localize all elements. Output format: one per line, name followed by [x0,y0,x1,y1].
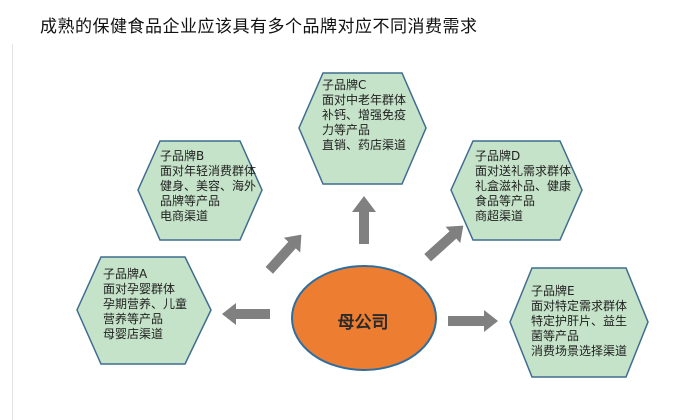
hexagon-brand-d [450,140,583,241]
brand-d-audience: 面对送礼需求群体 [475,164,572,178]
brand-a-text: 子品牌A 面对孕婴群体 孕期营养、儿童 营养等产品 母婴店渠道 [103,267,187,342]
brand-b-products-2: 品牌等产品 [160,194,221,208]
brand-d-channel: 商超渠道 [475,209,524,223]
brand-d-name: 子品牌D [475,149,521,163]
hexagon-brand-e [509,267,649,378]
left-divider-line [12,44,13,420]
brand-e-products-1: 特定护肝片、益生 [531,314,628,328]
brand-e-channel: 消费场景选择渠道 [531,344,628,358]
arrow-to-brand-e [448,310,498,332]
brand-b-name: 子品牌B [160,149,205,163]
brand-b-text: 子品牌B 面对年轻消费群体 健身、美容、海外 品牌等产品 电商渠道 [160,149,256,224]
arrow-to-brand-a [222,303,270,325]
arrow-to-brand-b [265,234,302,274]
brand-c-audience: 面对中老年群体 [322,93,407,107]
brand-a-channel: 母婴店渠道 [103,327,164,341]
brand-c-products-2: 力等产品 [322,123,371,137]
brand-c-text: 子品牌C 面对中老年群体 补钙、增强免疫 力等产品 直销、药店渠道 [322,78,406,153]
brand-a-products-1: 孕期营养、儿童 [103,297,188,311]
brand-a-products-2: 营养等产品 [103,312,164,326]
brand-d-products-2: 食品等产品 [475,194,536,208]
brand-e-audience: 面对特定需求群体 [531,299,628,313]
brand-b-audience: 面对年轻消费群体 [160,164,257,178]
parent-company-ellipse [291,265,437,371]
brand-d-products-1: 礼盒滋补品、健康 [475,179,572,193]
brand-c-channel: 直销、药店渠道 [322,138,407,152]
arrow-to-brand-d [424,225,464,262]
diagram-title: 成熟的保健食品企业应该具有多个品牌对应不同消费需求 [40,17,478,37]
brand-b-products-1: 健身、美容、海外 [160,179,257,193]
hexagon-brand-a [76,256,212,365]
brand-c-name: 子品牌C [322,78,367,92]
hexagon-brand-c [298,72,427,185]
brand-e-products-2: 菌等产品 [531,329,580,343]
arrow-to-brand-c [352,196,376,244]
brand-b-channel: 电商渠道 [160,209,209,223]
brand-e-text: 子品牌E 面对特定需求群体 特定护肝片、益生 菌等产品 消费场景选择渠道 [531,284,627,359]
brand-a-audience: 面对孕婴群体 [103,282,176,296]
brand-a-name: 子品牌A [103,267,148,281]
hexagon-brand-b [137,140,263,241]
brand-d-text: 子品牌D 面对送礼需求群体 礼盒滋补品、健康 食品等产品 商超渠道 [475,149,571,224]
brand-c-products-1: 补钙、增强免疫 [322,108,407,122]
brand-e-name: 子品牌E [531,284,575,298]
parent-company-label: 母公司 [337,313,389,333]
